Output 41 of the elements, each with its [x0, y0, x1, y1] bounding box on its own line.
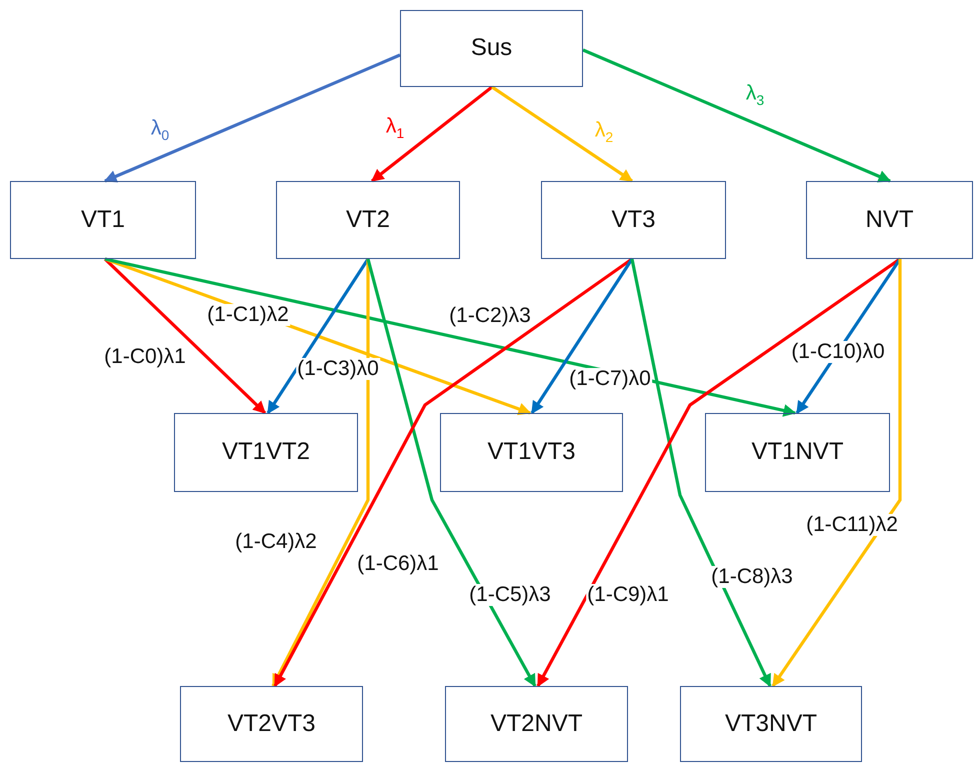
state-box: [400, 10, 583, 87]
state-box: [180, 686, 363, 762]
transition-arrow: [104, 54, 401, 182]
transition-arrow: [772, 259, 902, 688]
rate-label: (1-C11)λ2: [805, 514, 899, 536]
rate-label: (1-C8)λ3: [710, 566, 794, 588]
transition-arrow: [371, 86, 493, 182]
state-box: [10, 181, 196, 259]
rate-label: λ$_{1}$: [384, 116, 406, 140]
rate-label: λ$_{3}$: [744, 82, 766, 108]
state-box: [276, 181, 460, 259]
transition-arrow: [104, 258, 266, 414]
state-box: [445, 686, 628, 762]
transition-arrow: [530, 258, 634, 414]
state-box: [806, 181, 973, 259]
rate-label: (1-C1)λ2: [206, 304, 290, 326]
transition-arrow: [266, 258, 370, 414]
transition-arrow: [104, 257, 796, 417]
transition-arrow: [582, 48, 892, 182]
transition-arrow: [630, 258, 772, 688]
rate-label: (1-C4)λ2: [234, 530, 318, 554]
state-box: [705, 413, 890, 492]
state-box: [541, 181, 726, 259]
rate-label: (1-C5)λ3: [468, 584, 552, 606]
transition-arrow: [491, 86, 634, 182]
transition-arrow: [366, 258, 536, 688]
transition-arrow: [536, 258, 901, 688]
rate-label: (1-C6)λ1: [356, 552, 440, 576]
transition-arrow: [272, 259, 370, 688]
transition-arrow: [274, 258, 633, 688]
rate-label: (1-C9)λ1: [586, 584, 670, 606]
rate-label: λ$_{2}$: [594, 120, 614, 144]
rate-label: λ$_{0}$: [150, 118, 170, 142]
state-box: [680, 686, 862, 762]
rate-label: (1-C0)λ1: [103, 346, 187, 368]
state-box: [174, 413, 358, 492]
state-box: [440, 413, 623, 492]
rate-label: (1-C3)λ0: [296, 358, 380, 380]
rate-label: (1-C2)λ3: [448, 304, 532, 328]
rate-label: (1-C7)λ0: [568, 368, 652, 390]
rate-label: (1-C10)λ0: [790, 340, 886, 364]
